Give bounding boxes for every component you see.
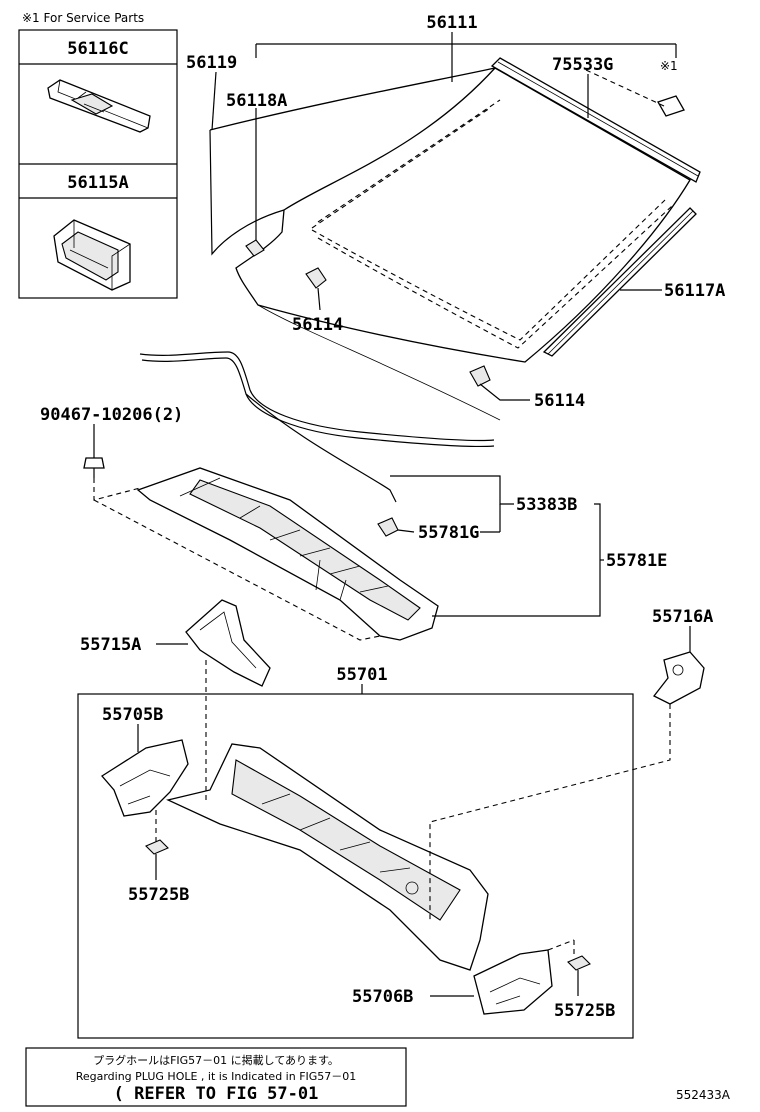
label-55716a: 55716A [652,607,713,627]
cowl-side-left-drawing [101,739,189,817]
label-53383b: 53383B [516,495,577,515]
label-75533g: 75533G [552,55,613,75]
stopper-left-drawing [305,267,327,289]
label-56119: 56119 [186,53,237,73]
label-55781e: 55781E [606,551,667,571]
cowl-louver-drawing [136,467,439,641]
service-parts-box: ※1 For Service Parts 56116C 56115A [18,11,178,299]
bolt-drawing [83,457,105,478]
label-55706b: 55706B [352,987,413,1007]
cowl-panel-drawing [166,743,489,971]
plug-right-drawing [567,955,591,971]
bracket-55716a-drawing [653,651,705,705]
clip-56115a-drawing [53,219,131,291]
clip-56116c-drawing [47,79,151,133]
label-55725b-left: 55725B [128,885,189,905]
label-55725b-right: 55725B [554,1001,615,1021]
windshield-glass-drawing [209,67,691,421]
label-55705b: 55705B [102,705,163,725]
dashed-assembly-lines [93,69,671,956]
label-56114-right: 56114 [534,391,585,411]
hose-53383b-drawing [139,351,495,503]
cowl-panel-box [77,693,634,1039]
label-service-mark: ※1 [660,59,678,73]
cowl-side-right-drawing [473,949,553,1015]
service-part-56116c-label: 56116C [67,39,128,59]
service-part-56115a-label: 56115A [67,173,128,193]
service-parts-note: ※1 For Service Parts [22,11,144,25]
label-56118a: 56118A [226,91,287,111]
plug-left-drawing [145,839,169,855]
footer-note: プラグホールはFIG57－01 に掲載してあります。 Regarding PLU… [25,1047,407,1107]
figure-id: 552433A [676,1088,731,1102]
footer-note-line-2: Regarding PLUG HOLE , it is Indicated in… [76,1070,357,1083]
label-55701: 55701 [336,665,387,685]
stopper-right-drawing [469,365,491,387]
part-labels: 56111 56119 56118A 75533G ※1 56117A 5611… [40,13,725,1021]
side-molding-drawing [542,207,697,357]
footer-note-line-3: ( REFER TO FIG 57-01 [114,1084,319,1104]
bracket-55715a-drawing [185,599,271,687]
clip-55781g-drawing [377,517,399,537]
leader-lines [93,32,691,997]
spacer-56118a-drawing [245,239,265,257]
label-55781g: 55781G [418,523,479,543]
label-56111: 56111 [426,13,477,33]
label-90467: 90467-10206(2) [40,405,183,425]
label-56117a: 56117A [664,281,725,301]
top-molding-drawing [490,57,701,183]
footer-note-line-1: プラグホールはFIG57－01 に掲載してあります。 [93,1053,339,1067]
label-56114-left: 56114 [292,315,343,335]
label-55715a: 55715A [80,635,141,655]
